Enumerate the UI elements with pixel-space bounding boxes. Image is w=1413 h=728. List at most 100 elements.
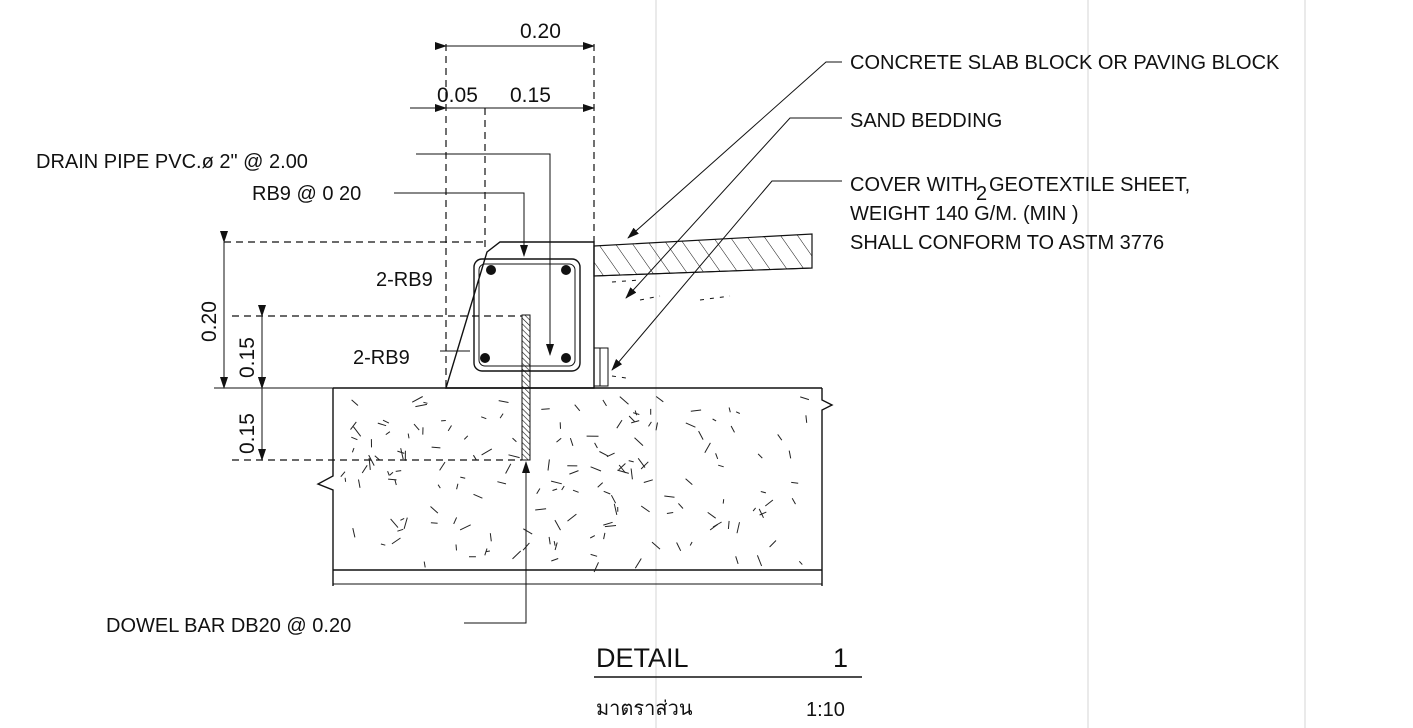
aggregate-mark [351, 447, 355, 453]
aggregate-mark [707, 511, 716, 519]
aggregate-mark [689, 541, 693, 546]
aggregate-mark [637, 458, 646, 468]
aggregate-mark [352, 527, 356, 538]
aggregate-mark [552, 488, 558, 491]
aggregate-mark [593, 562, 599, 573]
aggregate-mark [594, 442, 598, 449]
aggregate-mark [550, 480, 562, 485]
aggregate-mark [791, 481, 799, 484]
aggregate-mark [800, 396, 810, 401]
aggregate-mark [481, 448, 493, 456]
aggregate-mark [351, 436, 358, 441]
aggregate-mark [340, 471, 346, 478]
aggregate-mark [617, 469, 629, 474]
aggregate-mark [512, 550, 522, 560]
aggregate-mark [567, 513, 577, 522]
aggregate-mark [407, 433, 410, 439]
aggregate-mark [553, 541, 556, 546]
aggregate-mark [791, 498, 796, 505]
aggregate-mark [788, 450, 792, 459]
aggregate-mark [499, 413, 504, 419]
aggregate-mark [634, 410, 638, 416]
detail-number: 1 [833, 643, 848, 673]
aggregate-mark [722, 499, 725, 504]
aggregate-mark [628, 415, 635, 422]
aggregate-mark [430, 522, 438, 524]
aggregate-mark [382, 419, 390, 424]
aggregate-mark [643, 479, 653, 483]
aggregate-mark [387, 471, 390, 476]
aggregate-mark [497, 481, 507, 485]
label-geotextile-2: WEIGHT 140 G/M. (MIN ) [850, 203, 1079, 225]
aggregate-mark [574, 404, 581, 412]
aggregate-mark [759, 511, 767, 516]
aggregate-mark [535, 508, 547, 511]
extension-lines [214, 44, 595, 461]
aggregate-mark [590, 466, 602, 472]
aggregate-mark [459, 524, 471, 531]
aggregate-mark [385, 431, 391, 436]
label-geotextile-3: SHALL CONFORM TO ASTM 3776 [850, 232, 1164, 254]
aggregate-mark [361, 465, 368, 474]
aggregate-mark [388, 478, 397, 481]
aggregate-mark [413, 423, 420, 431]
aggregate-mark [757, 453, 763, 459]
aggregate-mark [481, 416, 487, 420]
rebar-bottom-right [561, 353, 571, 363]
aggregate-mark [431, 446, 441, 449]
aggregate-mark [769, 540, 777, 548]
label-geotextile-a: COVER WITH [850, 174, 978, 196]
aggregate-mark [377, 422, 387, 427]
aggregate-mark [350, 421, 357, 430]
aggregate-mark [368, 454, 375, 466]
aggregate-mark [640, 505, 650, 513]
aggregate-mark [589, 535, 596, 539]
aggregate-mark [423, 561, 426, 568]
aggregate-mark [390, 518, 399, 528]
label-rebar-bottom: 2-RB9 [353, 347, 410, 369]
aggregate-mark [634, 558, 642, 569]
aggregate-mark [473, 493, 483, 499]
aggregate-mark [798, 560, 803, 565]
aggregate-mark [735, 556, 739, 565]
aggregate-mark [777, 434, 783, 441]
aggregate-mark [603, 532, 606, 540]
aggregate-mark [655, 396, 664, 403]
detail-title: DETAIL [596, 643, 689, 673]
aggregate-mark [758, 508, 764, 519]
label-dowel-bar: DOWEL BAR DB20 @ 0.20 [106, 615, 351, 637]
aggregate-mark [374, 455, 380, 461]
aggregate-texture [340, 396, 810, 573]
aggregate-mark [561, 485, 565, 491]
vertical-dimensions: 0.20 0.15 0.15 [198, 231, 266, 461]
aggregate-mark [736, 522, 740, 534]
aggregate-mark [455, 544, 457, 551]
aggregate-mark [569, 470, 579, 475]
aggregate-mark [484, 548, 488, 556]
title-block: DETAIL 1 มาตราส่วน 1:10 [594, 643, 862, 721]
aggregate-mark [602, 399, 607, 407]
aggregate-mark [728, 407, 731, 413]
aggregate-mark [666, 512, 674, 514]
aggregate-mark [572, 489, 579, 493]
aggregate-mark [651, 541, 661, 550]
aggregate-mark [648, 421, 652, 427]
aggregate-mark [556, 437, 562, 443]
aggregate-mark [415, 403, 427, 408]
label-rebar-top: 2-RB9 [376, 269, 433, 291]
aggregate-mark [619, 396, 629, 405]
aggregate-mark [512, 437, 517, 443]
aggregate-mark [604, 525, 617, 528]
dim-lower-height: 0.15 [236, 337, 259, 378]
aggregate-mark [760, 491, 767, 494]
aggregate-mark [752, 507, 756, 512]
label-geotextile-b: GEOTEXTILE SHEET, [989, 174, 1190, 196]
aggregate-mark [554, 542, 558, 551]
dim-left-part: 0.05 [437, 84, 478, 107]
scan-guides [655, 0, 1306, 728]
aggregate-mark [344, 477, 347, 482]
aggregate-mark [764, 499, 774, 507]
aggregate-mark [460, 476, 466, 479]
aggregate-mark [541, 408, 550, 410]
aggregate-mark [548, 536, 551, 545]
